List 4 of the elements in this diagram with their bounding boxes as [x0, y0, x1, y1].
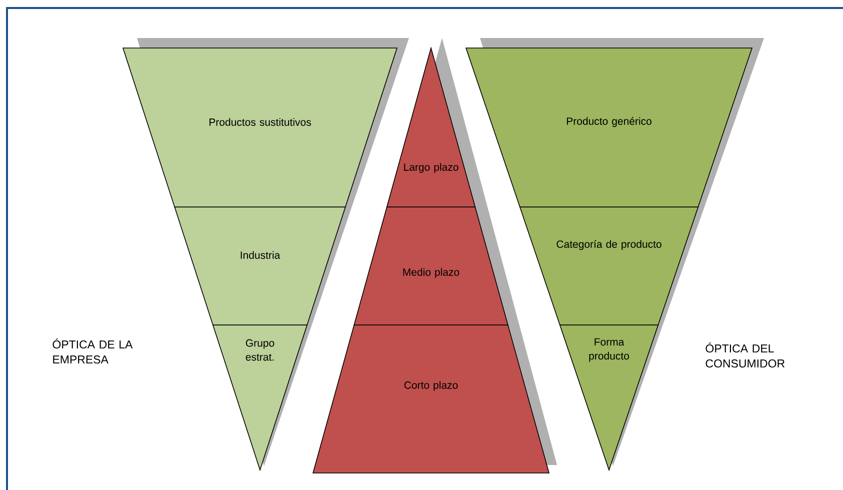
- side-label: ÓPTICA DEL CONSUMIDOR: [706, 342, 785, 368]
- funnel-band: Medio plazo: [354, 206, 508, 326]
- funnel-band: Industria: [174, 206, 346, 326]
- side-label: ÓPTICA DE LA EMPRESA: [52, 338, 133, 364]
